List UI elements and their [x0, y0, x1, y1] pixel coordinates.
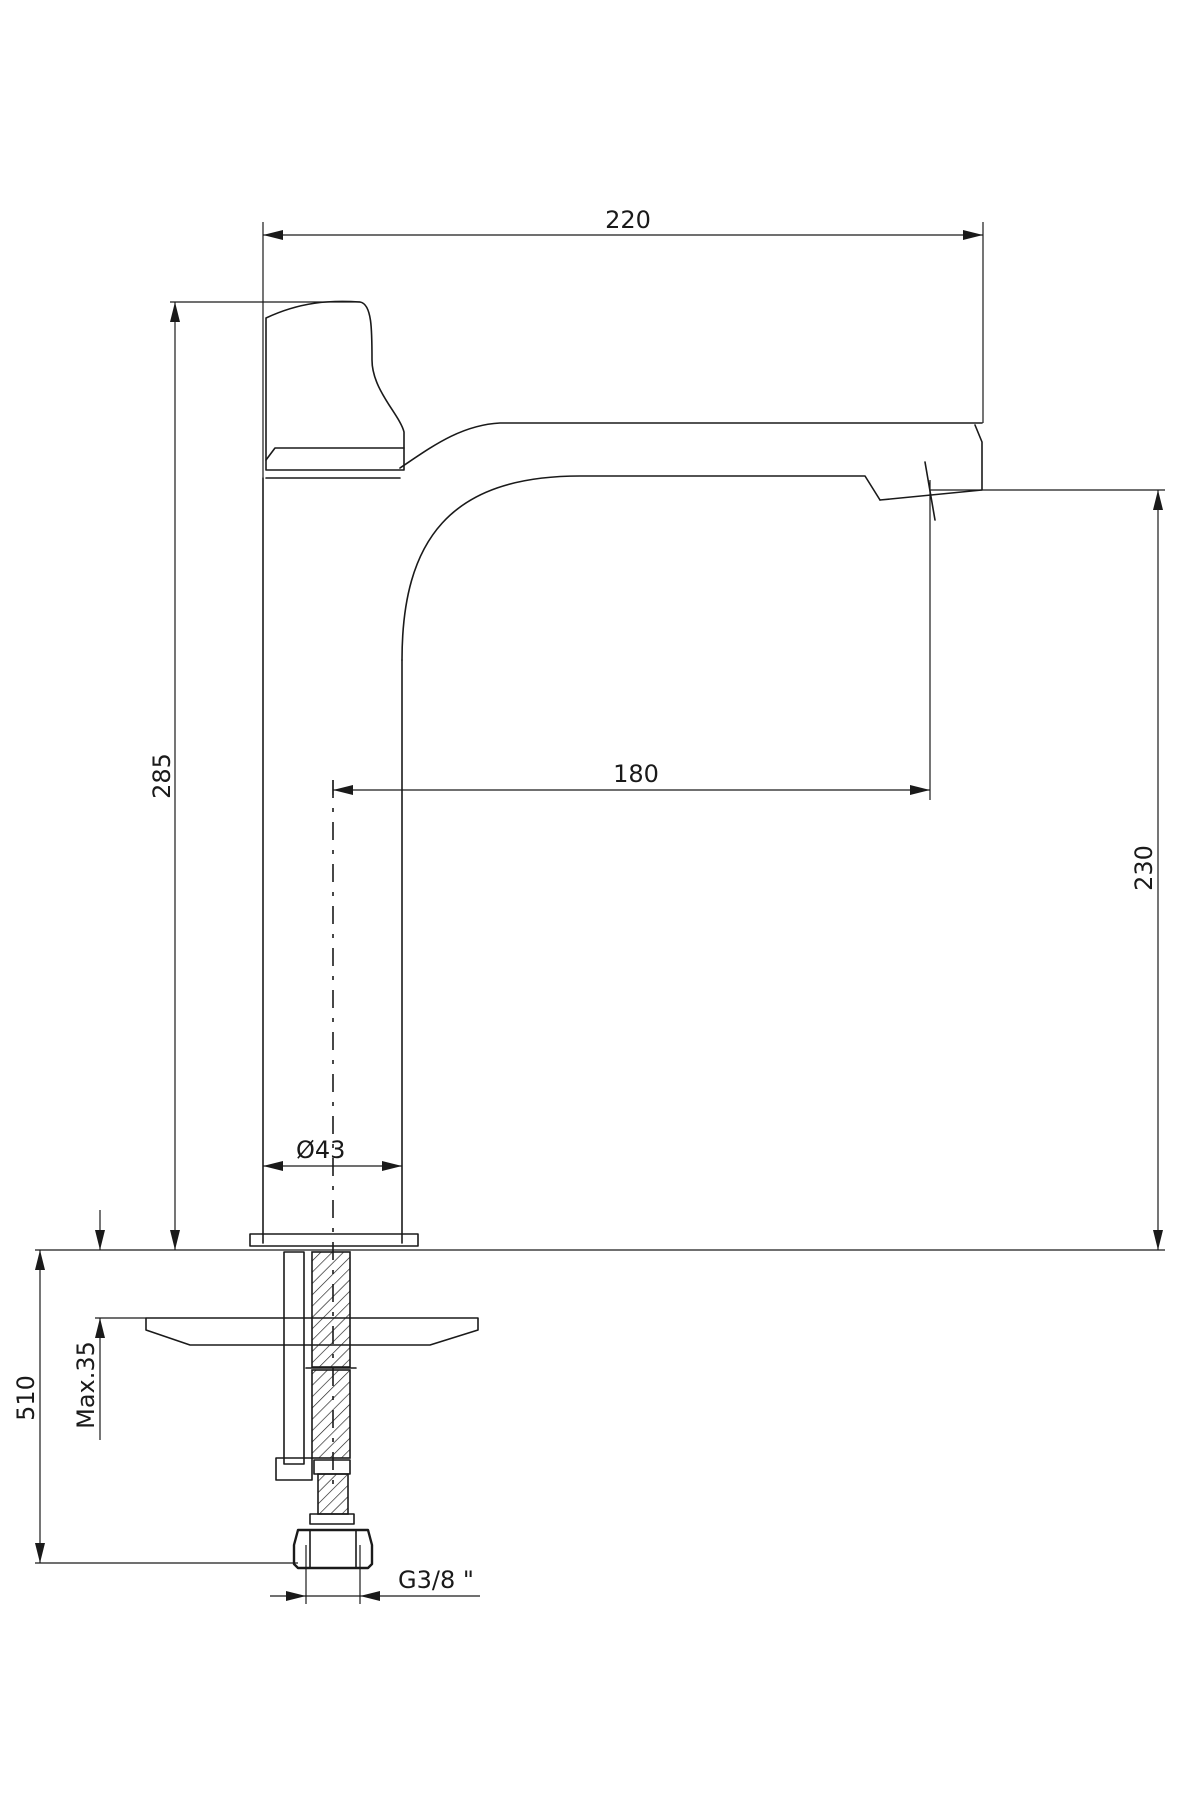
fixing-assembly — [145, 1251, 479, 1570]
dimension-overall-length: 220 — [262, 206, 984, 478]
diameter-symbol: Ø — [296, 1136, 315, 1164]
label-max-thickness: Max.35 — [72, 1341, 100, 1429]
faucet-handle — [265, 300, 405, 479]
label-spout-reach: 180 — [613, 760, 659, 788]
dimension-hose-length: 510 — [12, 1250, 298, 1564]
dimension-body-diameter: Ø43 — [263, 1136, 402, 1171]
svg-text:Ø43: Ø43 — [296, 1136, 345, 1164]
dimension-spout-reach: 180 — [332, 480, 931, 800]
faucet-body — [262, 422, 983, 1244]
dimension-max-thickness: Max.35 — [72, 1210, 146, 1440]
label-hose-length: 510 — [12, 1375, 40, 1421]
label-connection: G3/8 " — [398, 1566, 474, 1594]
label-body-diameter: 43 — [315, 1136, 346, 1164]
dimension-connection: G3/8 " — [270, 1545, 480, 1604]
dimension-overall-height: 285 — [148, 301, 360, 1250]
label-overall-length: 220 — [605, 206, 651, 234]
label-overall-height: 285 — [148, 753, 176, 799]
label-spout-height: 230 — [1130, 845, 1158, 891]
dimension-spout-height: 230 — [930, 489, 1165, 1250]
base-plate — [35, 1233, 1165, 1251]
